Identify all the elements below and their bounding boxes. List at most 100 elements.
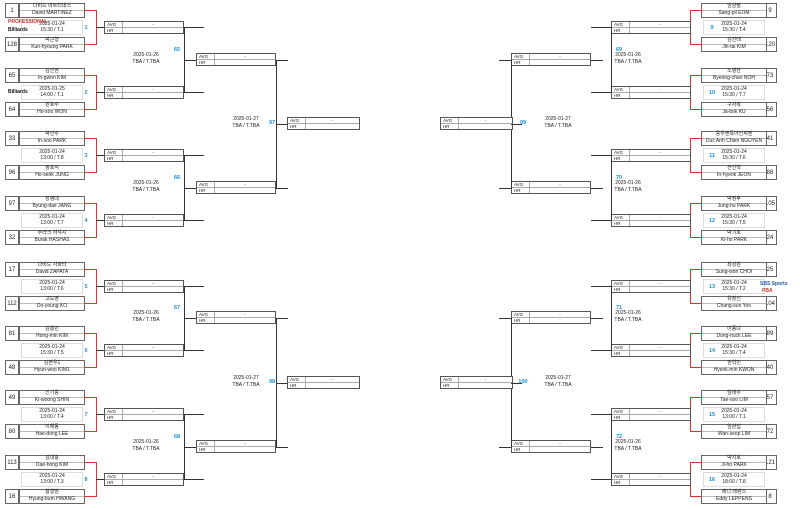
seed-number: 128 [5,37,19,52]
first-round-match-box[interactable]: AVG-HR [611,21,691,34]
first-round-match-box[interactable]: AVG-HR [611,344,691,357]
bracket-line [184,350,204,351]
match-number-text: 99 [519,120,527,126]
match-date: 2025-01-24 [39,279,65,286]
avg-value: - [152,473,154,479]
second-round-match-box[interactable]: AVG-HR [511,181,591,194]
first-round-match-box[interactable]: AVG-HR [611,86,691,99]
first-round-match-box[interactable]: AVG-HR [611,214,691,227]
seed-text: 72 [766,428,774,435]
third-round-match-box[interactable]: AVG-HR [440,376,513,389]
avg-label: AVG [612,474,630,479]
third-round-match-box[interactable]: AVG-HR [287,117,360,130]
player-name-en: Dong-nuck LEE [716,333,752,339]
bracket-line [184,414,204,415]
match-number-text: 67 [173,305,181,311]
match-time: 15:30 / T.2 [722,285,746,292]
third-round-match-box[interactable]: AVG-HR [287,376,360,389]
second-round-match-box[interactable]: AVG-HR [196,181,276,194]
first-round-match-box[interactable]: AVG-HR [611,408,691,421]
player-name-kr: 임태수 [702,390,766,398]
first-round-match-box[interactable]: AVG-HR [104,149,184,162]
match-number-text: 11 [709,153,715,159]
first-round-match-box[interactable]: AVG-HR [104,280,184,293]
player-name-kr: 고도영 [20,296,84,304]
match-date: 2025-01-25 [39,85,65,92]
avg-label: AVG [612,409,630,414]
bracket-line [690,10,701,11]
match-number-text: 10 [708,90,716,96]
match-number-text: 98 [268,379,276,385]
avg-value: - [659,21,661,27]
bracket-line [184,318,196,319]
player-name-en: Ja-bok KU [722,109,746,115]
hr-value [630,156,690,162]
second-round-match-box[interactable]: AVG-HR [511,311,591,324]
seed-text: 32 [8,234,16,241]
player-name-kr: 부라크 하샤시 [20,230,84,238]
first-round-match-box[interactable]: AVG-HR [611,473,691,486]
first-round-match-box[interactable]: AVG-HR [611,149,691,162]
second-round-match-box[interactable]: AVG-HR [511,440,591,453]
seed-text: 64 [8,106,16,113]
avg-value: - [152,344,154,350]
round-table: TBA / T.TBA [614,316,642,323]
second-round-match-box[interactable]: AVG-HR [196,53,276,66]
first-round-match-box[interactable]: AVG-HR [611,280,691,293]
first-round-match-box[interactable]: AVG-HR [104,473,184,486]
first-round-match-box[interactable]: AVG-HR [104,21,184,34]
first-round-match-box[interactable]: AVG-HR [104,408,184,421]
first-round-match-box[interactable]: AVG-HR [104,214,184,227]
player-name-kr: 임완섭 [702,424,766,432]
match-number: 8 [79,476,93,484]
hr-value [306,383,359,389]
second-round-match-box[interactable]: AVG-HR [196,311,276,324]
avg-label: AVG [512,54,530,59]
match-number-text: 13 [708,284,716,290]
bracket-line [276,60,288,61]
second-round-match-box[interactable]: AVG-HR [196,440,276,453]
first-round-match-box[interactable]: AVG-HR [104,86,184,99]
hr-label: HR [512,446,530,452]
second-round-match-box[interactable]: AVG-HR [511,53,591,66]
avg-label: AVG [612,22,630,27]
bracket-line [591,92,611,93]
third-round-match-box[interactable]: AVG-HR [440,117,513,130]
bracket-line [591,414,611,415]
first-round-match-box[interactable]: AVG-HR [104,344,184,357]
